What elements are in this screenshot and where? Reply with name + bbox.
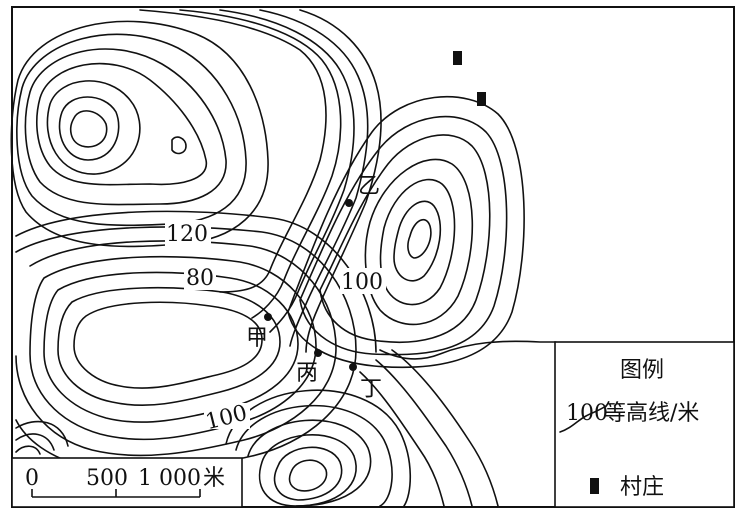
legend-contour-value: 100 <box>566 401 608 426</box>
legend-village-text: 村庄 <box>620 475 664 500</box>
scale-unit: 米 <box>203 466 225 491</box>
legend-title: 图例 <box>620 358 664 383</box>
village-icon <box>477 92 486 106</box>
label-bg-100-center <box>340 268 386 294</box>
point-yi-label: 乙 <box>358 174 380 199</box>
southern-hill-contours <box>225 389 412 507</box>
eastern-ridge-contours <box>287 95 557 369</box>
label-bg-120 <box>165 220 211 246</box>
legend-village-icon <box>590 478 599 494</box>
legend-contour-icon <box>559 405 607 433</box>
point-bing-label: 丙 <box>296 361 318 386</box>
label-bg-100-bottom <box>204 403 250 429</box>
scale-box <box>11 457 243 508</box>
point-jia-marker <box>264 313 272 321</box>
scale-zero: 0 <box>25 466 39 491</box>
upper-left-hill-contours <box>10 20 269 248</box>
point-yi-marker <box>345 199 353 207</box>
contour-label-80: 80 <box>186 266 214 291</box>
legend-contour-text: 等高线/米 <box>604 401 699 426</box>
scale-mid: 500 <box>86 466 128 491</box>
scale-bar <box>31 489 201 498</box>
map-frame <box>11 6 735 508</box>
northern-ridge-contours <box>139 9 382 353</box>
village-icon <box>453 51 462 65</box>
point-ding-marker <box>349 363 357 371</box>
label-bg-80 <box>184 264 216 290</box>
contour-label-100-center: 100 <box>341 270 383 295</box>
legend-box <box>554 341 735 508</box>
scale-end: 1 000 <box>138 466 201 491</box>
point-bing-marker <box>314 349 322 357</box>
point-ding-label: 丁 <box>360 377 382 402</box>
southwest-hill-contours <box>15 420 69 455</box>
contour-label-120: 120 <box>166 222 208 247</box>
southeast-slope-contours <box>359 349 499 507</box>
point-jia-label: 甲 <box>246 326 268 351</box>
